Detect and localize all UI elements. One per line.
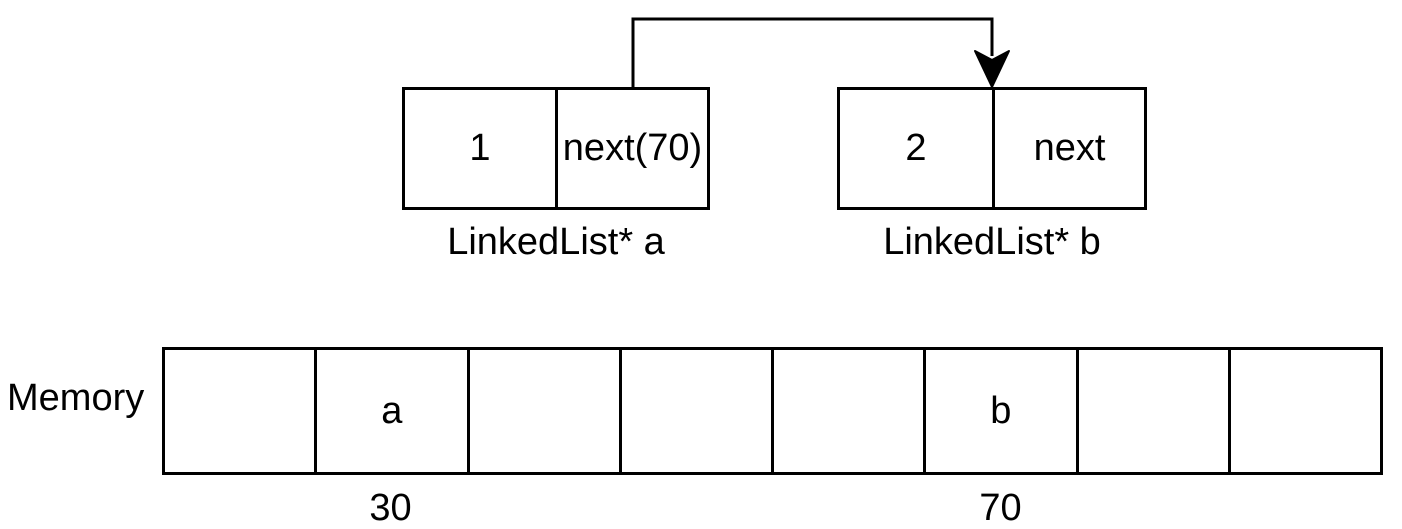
- memory-cell-4: [774, 350, 927, 472]
- node-b-next-label: next: [1033, 127, 1106, 169]
- node-b-caption: LinkedList* b: [883, 221, 1101, 263]
- memory-label: Memory: [7, 377, 145, 419]
- node-a-value: 1: [469, 127, 491, 169]
- node-a-next-cell: next(70): [555, 90, 707, 207]
- memory-array: a b: [162, 347, 1383, 475]
- memory-cell-2: [470, 350, 622, 472]
- node-b-value-cell: 2: [840, 90, 992, 207]
- node-a-caption: LinkedList* a: [447, 221, 665, 263]
- node-a-next-label: next(70): [562, 127, 703, 169]
- memory-cell-3: [622, 350, 774, 472]
- memory-cell-5: b: [926, 350, 1079, 472]
- arrowhead-icon: [974, 50, 1010, 88]
- memory-address-30: 30: [369, 487, 412, 529]
- memory-cell-7: [1231, 350, 1380, 472]
- node-b-value: 2: [905, 127, 927, 169]
- memory-address-70: 70: [979, 487, 1022, 529]
- memory-cell-0: [165, 350, 318, 472]
- linkedlist-node-b: 2 next: [837, 87, 1147, 210]
- pointer-arrow-line: [631, 17, 994, 88]
- memory-cell-1: a: [317, 350, 470, 472]
- node-b-next-cell: next: [992, 90, 1144, 207]
- node-a-value-cell: 1: [405, 90, 555, 207]
- linkedlist-node-a: 1 next(70): [402, 87, 710, 210]
- memory-cell-6: [1079, 350, 1231, 472]
